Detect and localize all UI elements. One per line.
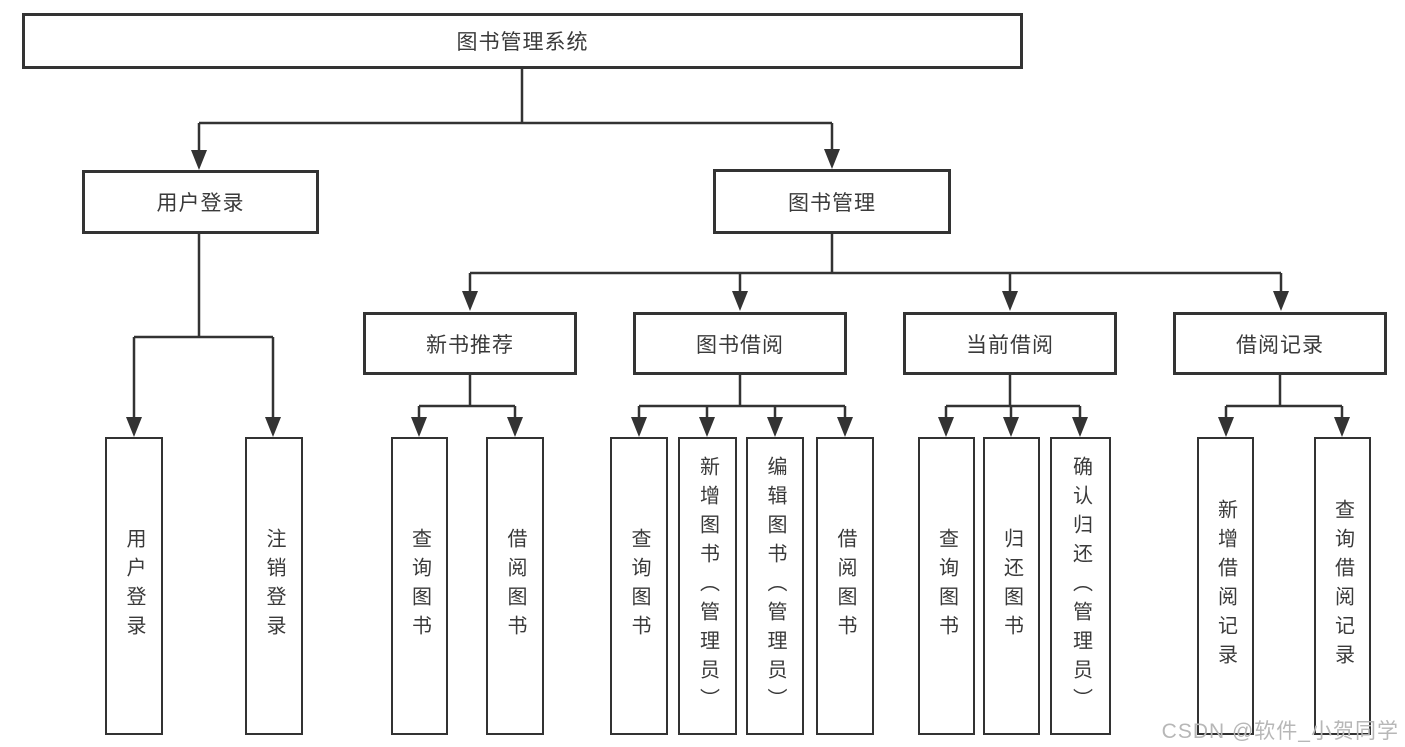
leaf-confirm-return-admin-label: 确认归还（管理员） <box>1069 455 1092 717</box>
node-user-login-label: 用户登录 <box>156 192 245 215</box>
leaf-borrow-books-recommend: 借阅图书 <box>486 437 544 735</box>
node-book-borrow-label: 图书借阅 <box>696 333 784 357</box>
leaf-user-login: 用户登录 <box>105 437 163 735</box>
node-new-book-recommend: 新书推荐 <box>363 312 577 375</box>
leaf-add-borrow-record-label: 新增借阅记录 <box>1214 499 1237 673</box>
node-borrow-records-label: 借阅记录 <box>1236 333 1324 357</box>
leaf-query-books-current: 查询图书 <box>918 437 975 735</box>
leaf-query-books-current-label: 查询图书 <box>935 528 958 644</box>
leaf-borrow-books-recommend-label: 借阅图书 <box>504 528 526 644</box>
node-book-management-label: 图书管理 <box>788 191 876 215</box>
leaf-logout: 注销登录 <box>245 437 303 735</box>
node-current-borrow: 当前借阅 <box>903 312 1117 375</box>
node-current-borrow-label: 当前借阅 <box>966 333 1054 357</box>
leaf-query-books-recommend: 查询图书 <box>391 437 448 735</box>
leaf-add-borrow-record: 新增借阅记录 <box>1197 437 1254 735</box>
leaf-return-books-label: 归还图书 <box>1000 528 1023 644</box>
leaf-borrow-books: 借阅图书 <box>816 437 874 735</box>
leaf-query-borrow-record: 查询借阅记录 <box>1314 437 1371 735</box>
node-library-system-label: 图书管理系统 <box>456 31 589 54</box>
csdn-watermark: CSDN @软件_小贺同学 <box>1161 720 1399 743</box>
node-borrow-records: 借阅记录 <box>1173 312 1387 375</box>
leaf-add-books-admin: 新增图书（管理员） <box>678 437 737 735</box>
node-book-management: 图书管理 <box>713 169 951 234</box>
leaf-query-borrow-record-label: 查询借阅记录 <box>1331 499 1354 673</box>
leaf-confirm-return-admin: 确认归还（管理员） <box>1050 437 1111 735</box>
node-book-borrow: 图书借阅 <box>633 312 847 375</box>
leaf-query-books-recommend-label: 查询图书 <box>408 528 431 644</box>
leaf-edit-books-admin-label: 编辑图书（管理员） <box>764 455 786 717</box>
leaf-edit-books-admin: 编辑图书（管理员） <box>746 437 804 735</box>
node-library-system: 图书管理系统 <box>22 13 1023 69</box>
leaf-query-books-borrow: 查询图书 <box>610 437 668 735</box>
leaf-query-books-borrow-label: 查询图书 <box>628 528 650 644</box>
leaf-add-books-admin-label: 新增图书（管理员） <box>696 455 719 717</box>
leaf-user-login-label: 用户登录 <box>123 528 145 644</box>
leaf-borrow-books-label: 借阅图书 <box>834 528 856 644</box>
leaf-logout-label: 注销登录 <box>263 528 285 644</box>
leaf-return-books: 归还图书 <box>983 437 1040 735</box>
node-user-login: 用户登录 <box>82 170 319 234</box>
node-new-book-recommend-label: 新书推荐 <box>426 333 514 357</box>
